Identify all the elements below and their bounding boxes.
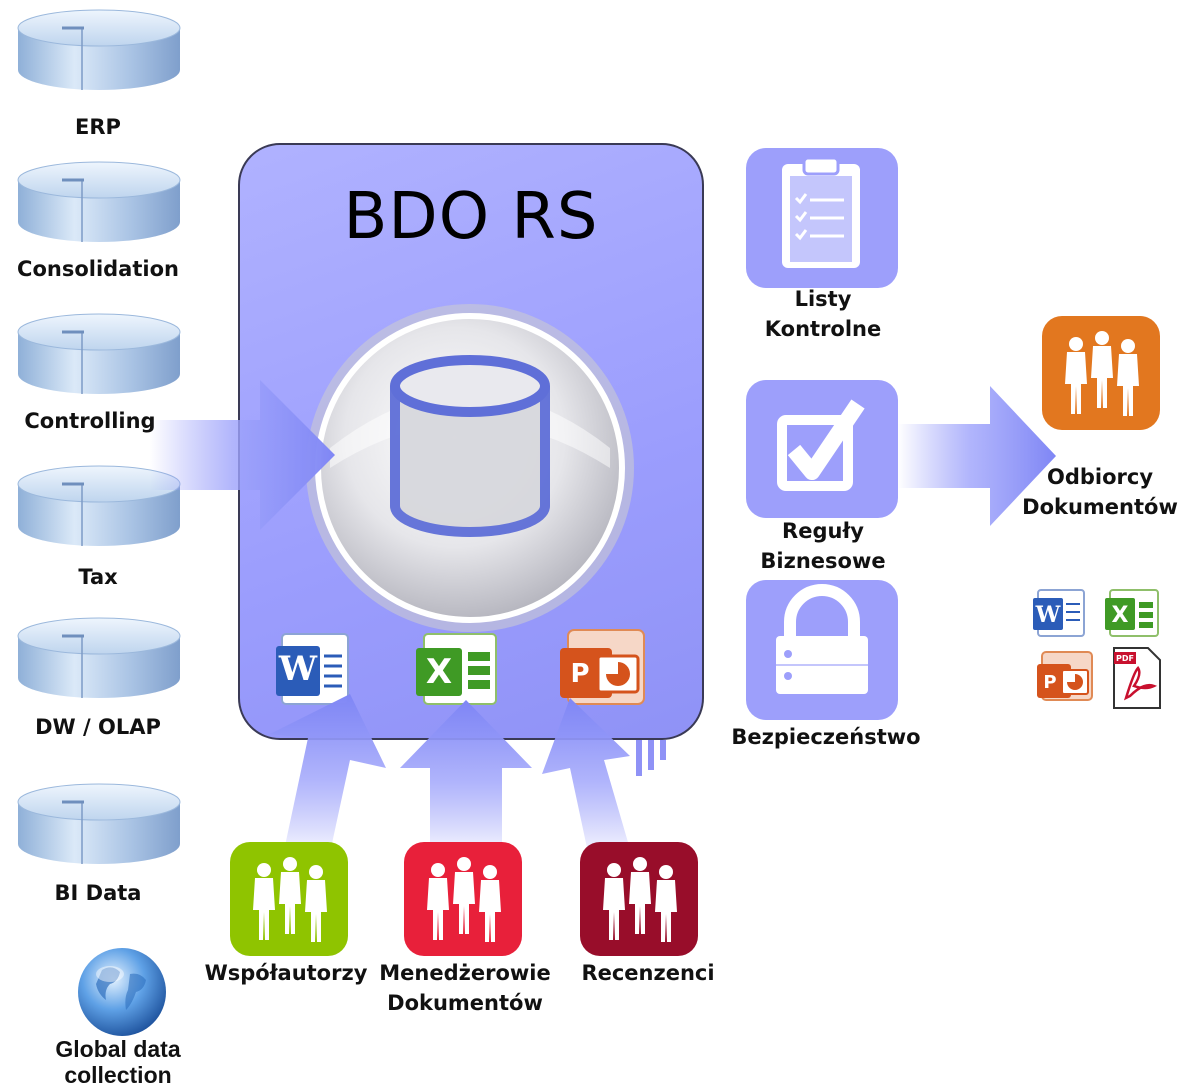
consolidation-database-icon [12, 158, 186, 244]
excel-document-icon: X [414, 628, 504, 708]
global-label-line2: collection [64, 1062, 172, 1088]
word-document-icon: W [274, 628, 358, 708]
recipients-label-line2: Dokumentów [1022, 495, 1178, 519]
security-label: Bezpieczeństwo [731, 725, 921, 749]
pdf-format-icon: PDF [1108, 646, 1164, 712]
padlock-icon [776, 584, 868, 694]
people-group-icon [580, 842, 698, 956]
source-label-consolidation: Consolidation [17, 257, 179, 281]
source-label-dw-olap: DW / OLAP [35, 715, 161, 739]
business-rules-tile [746, 380, 898, 518]
checklists-label-line1: Listy [794, 287, 852, 311]
svg-text:P: P [570, 659, 589, 689]
central-database-icon [300, 298, 640, 638]
business-rules-label-line1: Reguły [782, 519, 864, 543]
role-arrows [270, 690, 710, 865]
checklists-tile [746, 148, 898, 288]
clipboard-checklist-icon [782, 156, 860, 268]
output-arrow [898, 386, 1056, 526]
source-label-bi-data: BI Data [54, 881, 142, 905]
checklists-label-line2: Kontrolne [764, 317, 882, 341]
dw-olap-database-icon [12, 614, 186, 700]
role-label-managers-line1: Menedżerowie [379, 961, 551, 985]
role-label-reviewers: Recenzenci [581, 961, 715, 985]
role-label-managers-line2: Dokumentów [387, 991, 543, 1015]
coauthors-role-tile [230, 842, 348, 956]
svg-text:X: X [426, 652, 452, 692]
business-rules-label-line2: Biznesowe [760, 549, 886, 573]
source-label-erp: ERP [75, 115, 121, 139]
bi-data-database-icon [12, 780, 186, 866]
people-group-icon [404, 842, 522, 956]
document-managers-role-tile [404, 842, 522, 956]
role-label-coauthors: Współautorzy [204, 961, 368, 985]
bdo-rs-title: BDO RS [343, 180, 599, 254]
globe-icon [74, 944, 170, 1040]
source-label-tax: Tax [78, 565, 118, 589]
recipients-tile [1042, 316, 1160, 430]
powerpoint-format-icon: P [1036, 650, 1096, 704]
svg-text:X: X [1112, 603, 1129, 628]
excel-format-icon: X [1104, 588, 1162, 638]
recipients-label-line1: Odbiorcy [1046, 465, 1154, 489]
source-label-controlling: Controlling [24, 409, 156, 433]
people-group-icon [1042, 316, 1160, 430]
svg-text:W: W [278, 649, 318, 689]
input-arrow [150, 380, 340, 530]
svg-text:PDF: PDF [1116, 654, 1134, 663]
svg-text:W: W [1035, 602, 1061, 628]
checkbox-icon [777, 399, 865, 491]
security-tile [746, 580, 898, 720]
erp-database-icon [12, 6, 186, 92]
reviewers-role-tile [580, 842, 698, 956]
word-format-icon: W [1032, 588, 1088, 638]
people-group-icon [230, 842, 348, 956]
powerpoint-document-icon: P [558, 626, 650, 708]
svg-text:P: P [1043, 672, 1056, 693]
global-label-line1: Global data [55, 1036, 181, 1062]
